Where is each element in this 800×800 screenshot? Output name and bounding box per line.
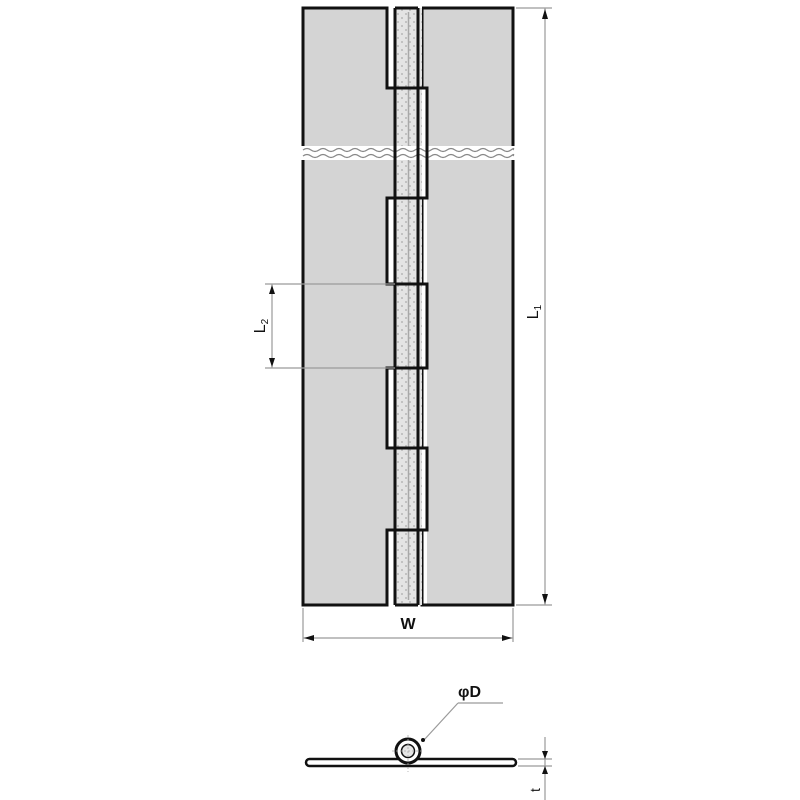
left-leaf [301, 6, 397, 607]
W-label: W [400, 616, 416, 633]
end-view [304, 735, 518, 772]
svg-text:L2: L2 [252, 318, 271, 333]
dimension-W [302, 608, 514, 642]
L2-subscript: 2 [260, 318, 271, 324]
L1-subscript: 1 [533, 304, 544, 310]
dimension-L2 [265, 283, 395, 369]
t-label: t [527, 788, 543, 792]
dimension-phiD [423, 702, 503, 741]
break-line-bottom [302, 153, 515, 159]
phiD-label: φD [458, 684, 481, 701]
front-view [300, 6, 516, 607]
L2-label: L [252, 324, 269, 333]
dimension-L1 [516, 7, 552, 606]
svg-text:L1: L1 [525, 304, 544, 319]
L1-label: L [525, 310, 542, 319]
break-line-top [302, 147, 515, 153]
knuckles [385, 8, 429, 605]
